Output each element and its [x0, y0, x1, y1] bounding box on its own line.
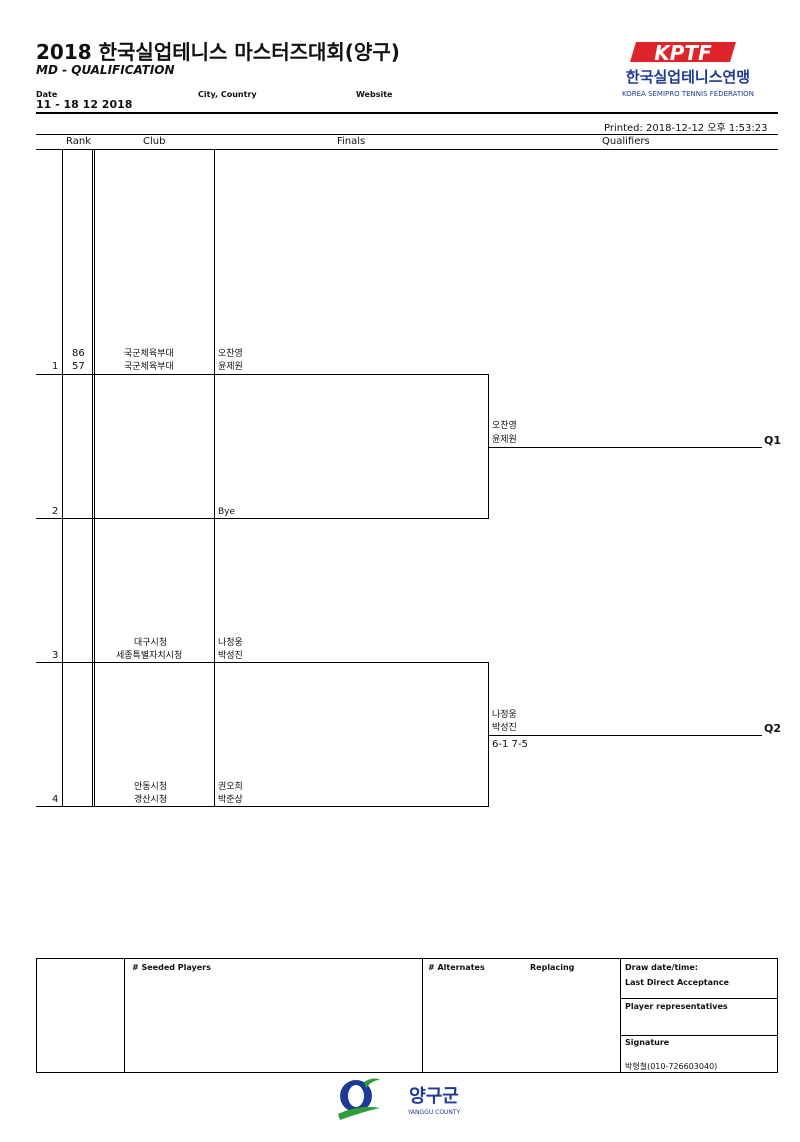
bracket-line — [488, 374, 489, 519]
grid-line — [62, 149, 63, 807]
player-rank: 86 — [72, 348, 85, 359]
draw-position-3: 3 — [52, 650, 59, 661]
footer-divider — [620, 998, 777, 999]
yanggu-county-logo: 양구군 YANGGU COUNTY — [334, 1074, 484, 1124]
grid-line — [92, 149, 93, 807]
column-header-bottom-rule — [36, 149, 778, 150]
draw-line — [36, 374, 489, 375]
column-rank: Rank — [66, 136, 91, 147]
footer-divider — [422, 958, 423, 1072]
draw-position-2: 2 — [52, 506, 59, 517]
tournament-title: 2018 한국실업테니스 마스터즈대회(양구) — [36, 40, 400, 64]
footer-divider — [620, 1035, 777, 1036]
kptf-logo: KPTF 한국실업테니스연맹 KOREA SEMIPRO TENNIS FEDE… — [608, 40, 768, 102]
final-line — [488, 735, 762, 736]
player-representatives-label: Player representatives — [625, 1002, 728, 1011]
winner-name: 윤제원 — [492, 435, 517, 445]
column-club: Club — [143, 136, 166, 147]
column-finals: Finals — [337, 136, 366, 147]
winner-name: 박성진 — [492, 723, 517, 733]
yanggu-emblem-icon — [338, 1078, 380, 1120]
city-label: City, Country — [198, 90, 257, 99]
player-name: Bye — [218, 507, 236, 517]
footer-divider — [620, 958, 621, 1072]
player-club: 국군체육부대 — [124, 349, 174, 359]
player-club: 대구시청 — [134, 638, 168, 648]
player-club: 세종특별자치시청 — [116, 651, 183, 661]
player-club: 안동시청 — [134, 782, 168, 792]
county-korean: 양구군 — [409, 1086, 459, 1107]
footer-box — [36, 958, 778, 1073]
event-subtitle: MD - QUALIFICATION — [36, 63, 175, 77]
final-line — [488, 447, 762, 448]
player-rank: 57 — [72, 361, 85, 372]
kptf-letters: KPTF — [654, 41, 712, 65]
player-name: 윤제원 — [218, 362, 243, 372]
player-name: 권오희 — [218, 782, 243, 792]
kptf-wordmark-icon: KPTF — [630, 41, 736, 65]
date-value: 11 - 18 12 2018 — [36, 98, 133, 111]
signature-label: Signature — [625, 1038, 670, 1047]
draw-position-4: 4 — [52, 794, 59, 805]
website-label: Website — [356, 90, 393, 99]
draw-position-1: 1 — [52, 361, 59, 372]
kptf-korean-name: 한국실업테니스연맹 — [626, 68, 750, 86]
alternates-label: # Alternates — [428, 963, 485, 972]
seeded-players-label: # Seeded Players — [132, 963, 211, 972]
draw-line — [36, 662, 489, 663]
player-name: 박성진 — [218, 651, 243, 661]
column-qualifiers: Qualifiers — [602, 136, 650, 147]
date-label: Date — [36, 90, 58, 99]
header-rule — [36, 112, 778, 114]
player-name: 나정웅 — [218, 638, 243, 648]
footer-divider — [124, 958, 125, 1072]
player-club: 국군체육부대 — [124, 362, 174, 372]
signature-name: 박형철(010-726603040) — [625, 1062, 718, 1071]
bracket-line — [488, 662, 489, 807]
grid-line — [94, 149, 95, 807]
kptf-english-name: KOREA SEMIPRO TENNIS FEDERATION — [622, 90, 754, 98]
county-english: YANGGU COUNTY — [407, 1109, 461, 1116]
printed-timestamp: Printed: 2018-12-12 오후 1:53:23 — [604, 123, 768, 134]
winner-name: 오찬영 — [492, 421, 517, 431]
draw-date-label: Draw date/time: — [625, 963, 698, 972]
qualifier-label-q2: Q2 — [764, 722, 782, 735]
last-direct-acceptance-label: Last Direct Acceptance — [625, 978, 729, 987]
qualifier-label-q1: Q1 — [764, 434, 782, 447]
replacing-label: Replacing — [530, 963, 575, 972]
match-score: 6-1 7-5 — [492, 739, 528, 750]
column-header-top-rule — [36, 134, 778, 135]
draw-line — [36, 518, 489, 519]
grid-line — [214, 149, 215, 807]
player-name: 오찬영 — [218, 349, 243, 359]
winner-name: 나정웅 — [492, 710, 517, 720]
draw-line — [36, 806, 489, 807]
player-name: 박준상 — [218, 795, 243, 805]
player-club: 경산시청 — [134, 795, 168, 805]
